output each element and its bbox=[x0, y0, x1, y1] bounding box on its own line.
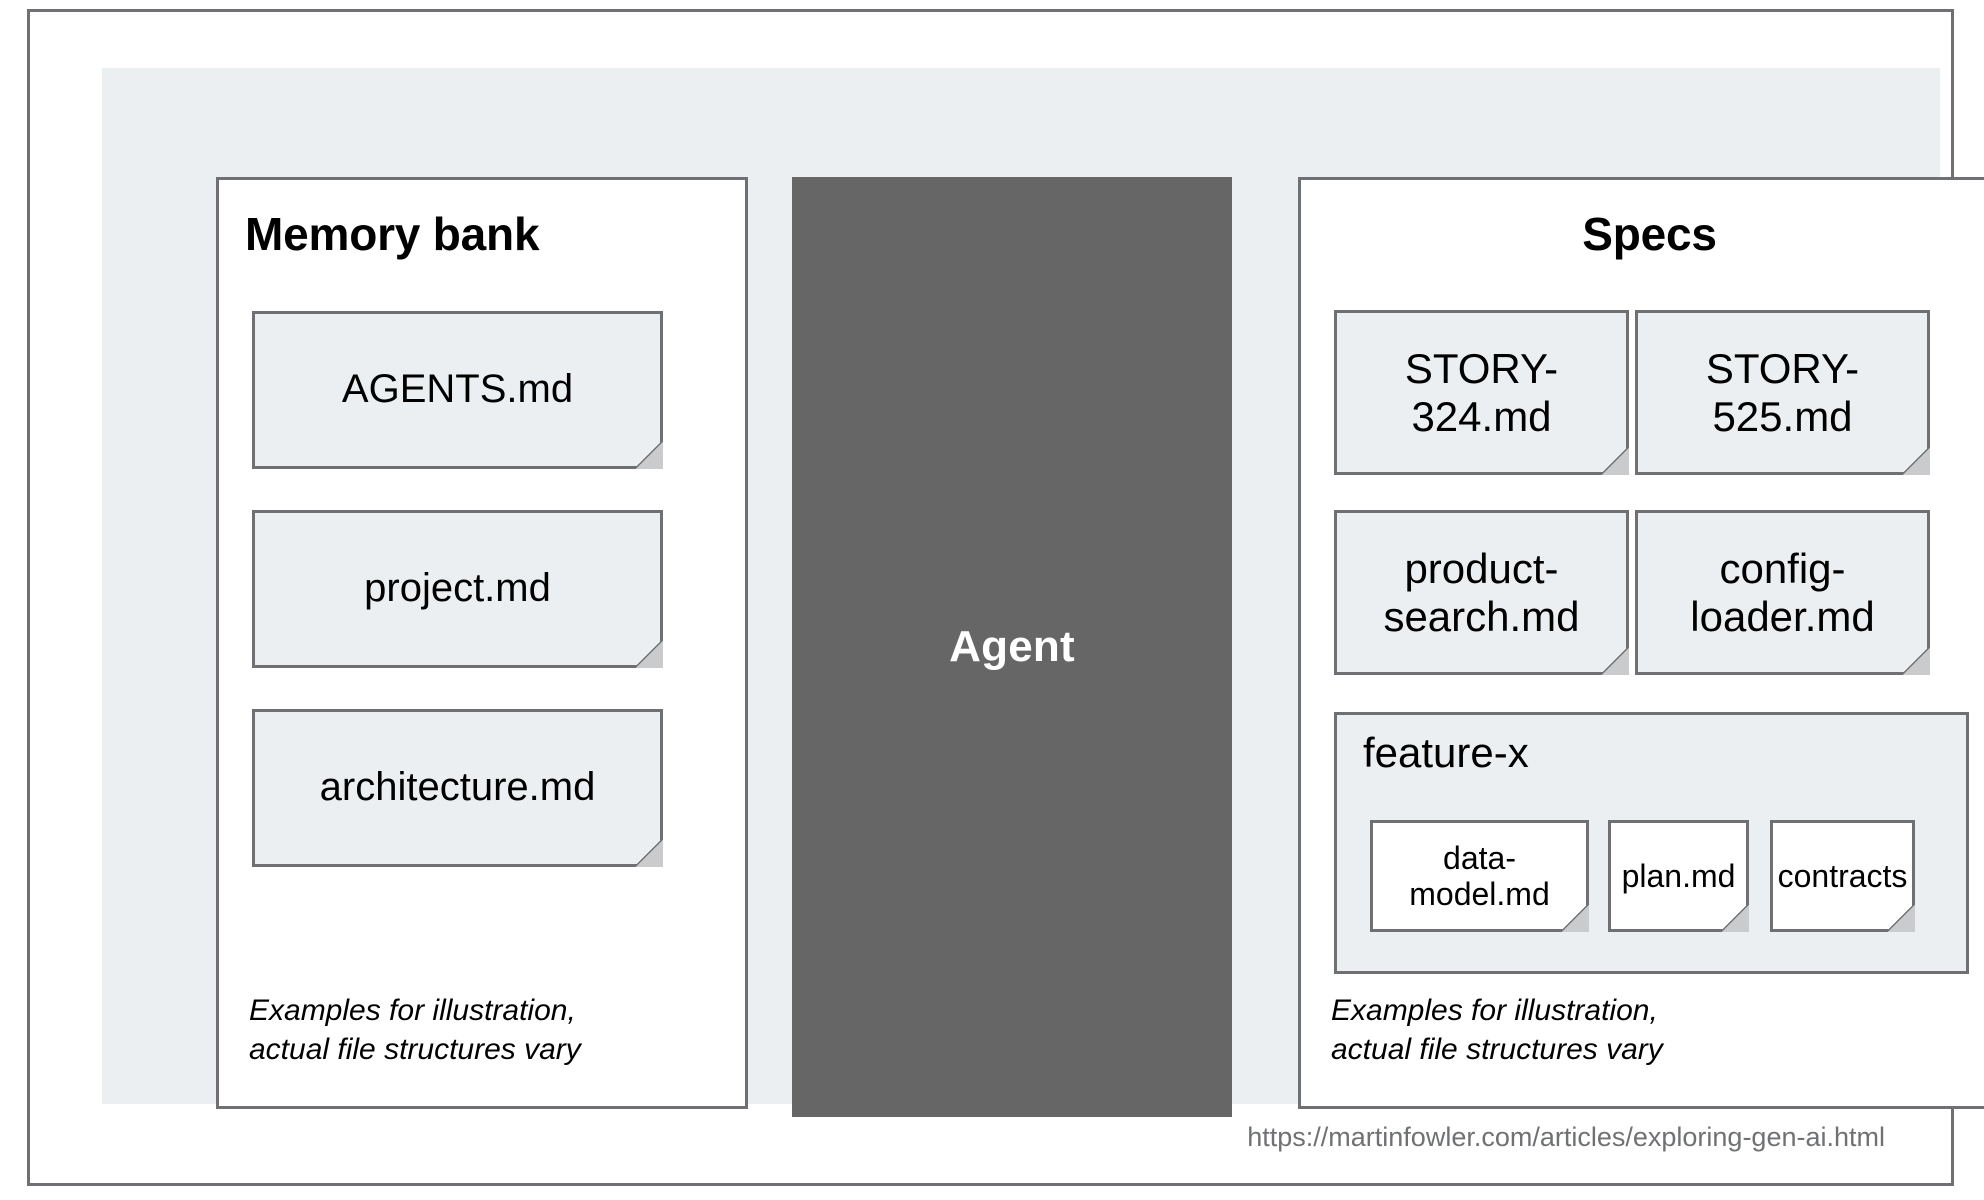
document-card-label: STORY-525.md bbox=[1705, 344, 1860, 440]
diagram-backdrop: Memory bank AGENTS.md project.md archite… bbox=[102, 68, 1984, 1117]
memory-bank-panel: Memory bank AGENTS.md project.md archite… bbox=[216, 177, 748, 1109]
page-fold-icon bbox=[634, 838, 663, 867]
page-fold-icon bbox=[1886, 903, 1915, 932]
document-card-label: data-model.md bbox=[1409, 839, 1550, 912]
document-card-story-324-md[interactable]: STORY-324.md bbox=[1334, 310, 1629, 475]
document-card-product-search-md[interactable]: product-search.md bbox=[1334, 510, 1629, 675]
specs-panel: Specs STORY-324.md STORY-525.md product-… bbox=[1298, 177, 1984, 1109]
document-card-plan-md[interactable]: plan.md bbox=[1608, 820, 1749, 932]
document-card-agents-md[interactable]: AGENTS.md bbox=[252, 311, 663, 469]
document-card-config-loader-md[interactable]: config-loader.md bbox=[1635, 510, 1930, 675]
page-fold-icon bbox=[634, 639, 663, 668]
memory-bank-caption: Examples for illustration, actual file s… bbox=[249, 993, 581, 1067]
feature-x-title: feature-x bbox=[1363, 729, 1529, 776]
document-card-label: AGENTS.md bbox=[341, 367, 574, 412]
page-fold-icon bbox=[1720, 903, 1749, 932]
document-card-project-md[interactable]: project.md bbox=[252, 510, 663, 668]
document-card-label: project.md bbox=[364, 566, 551, 611]
document-card-label: contracts bbox=[1777, 857, 1908, 894]
document-card-body bbox=[252, 709, 663, 867]
page-fold-icon bbox=[634, 440, 663, 469]
document-card-label: architecture.md bbox=[319, 765, 596, 810]
document-card-body bbox=[1334, 510, 1629, 675]
specs-title: Specs bbox=[1582, 208, 1717, 260]
document-card-body bbox=[252, 311, 663, 469]
agent-box[interactable]: Agent bbox=[792, 177, 1232, 1117]
document-card-body bbox=[1635, 310, 1930, 475]
document-card-contracts[interactable]: contracts bbox=[1770, 820, 1915, 932]
agent-label: Agent bbox=[949, 622, 1075, 671]
document-card-architecture-md[interactable]: architecture.md bbox=[252, 709, 663, 867]
page-fold-icon bbox=[1600, 446, 1629, 475]
document-card-story-525-md[interactable]: STORY-525.md bbox=[1635, 310, 1930, 475]
page-fold-icon bbox=[1901, 646, 1930, 675]
outer-frame: Memory bank AGENTS.md project.md archite… bbox=[27, 9, 1984, 1186]
page-fold-icon bbox=[1560, 903, 1589, 932]
document-card-body bbox=[1608, 820, 1749, 932]
document-card-body bbox=[1370, 820, 1589, 932]
document-card-label: product-search.md bbox=[1383, 544, 1580, 640]
document-card-label: STORY-324.md bbox=[1404, 344, 1559, 440]
memory-bank-title: Memory bank bbox=[245, 208, 540, 260]
specs-caption: Examples for illustration, actual file s… bbox=[1331, 993, 1663, 1067]
document-card-label: plan.md bbox=[1621, 857, 1736, 894]
feature-x-group: feature-x data-model.md plan.md bbox=[1334, 712, 1969, 974]
document-card-body bbox=[1334, 310, 1629, 475]
document-card-label: config-loader.md bbox=[1690, 544, 1875, 640]
document-card-data-model-md[interactable]: data-model.md bbox=[1370, 820, 1589, 932]
page-fold-icon bbox=[1600, 646, 1629, 675]
document-card-body bbox=[252, 510, 663, 668]
page-fold-icon bbox=[1901, 446, 1930, 475]
source-url: https://martinfowler.com/articles/explor… bbox=[1247, 1122, 1885, 1152]
document-card-body bbox=[1635, 510, 1930, 675]
